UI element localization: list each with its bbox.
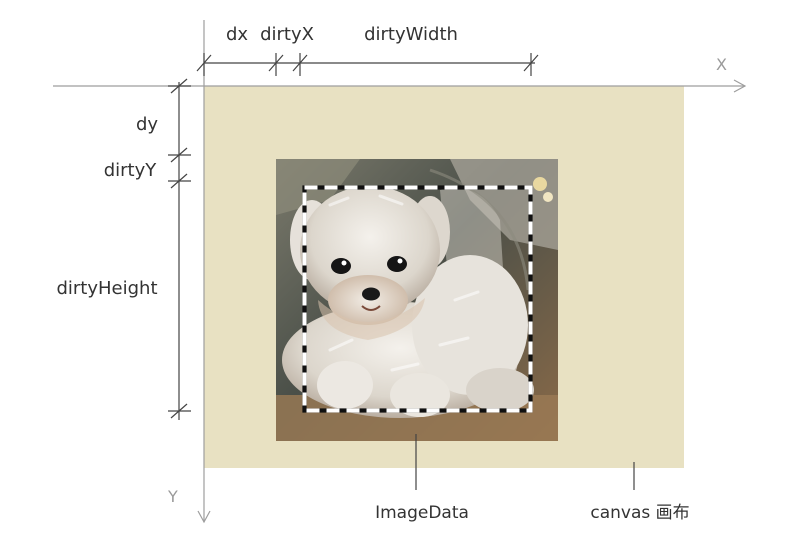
dirty-height-label: dirtyHeight <box>56 278 157 299</box>
image-data <box>276 159 558 441</box>
dirty-x-label: dirtyX <box>260 24 314 45</box>
dirty-y-label: dirtyY <box>104 160 158 181</box>
x-axis-label: X <box>716 55 727 74</box>
vertical-dimension-line <box>168 78 191 420</box>
y-axis-label: Y <box>167 487 178 506</box>
horizontal-dimension-line <box>196 53 539 76</box>
canvas-caption: canvas 画布 <box>590 503 689 523</box>
dirty-rect <box>302 185 533 413</box>
image-data-caption: ImageData <box>375 503 469 523</box>
dx-label: dx <box>226 24 248 45</box>
dy-label: dy <box>136 114 158 135</box>
y-axis <box>197 20 211 524</box>
dirty-width-label: dirtyWidth <box>364 24 458 45</box>
